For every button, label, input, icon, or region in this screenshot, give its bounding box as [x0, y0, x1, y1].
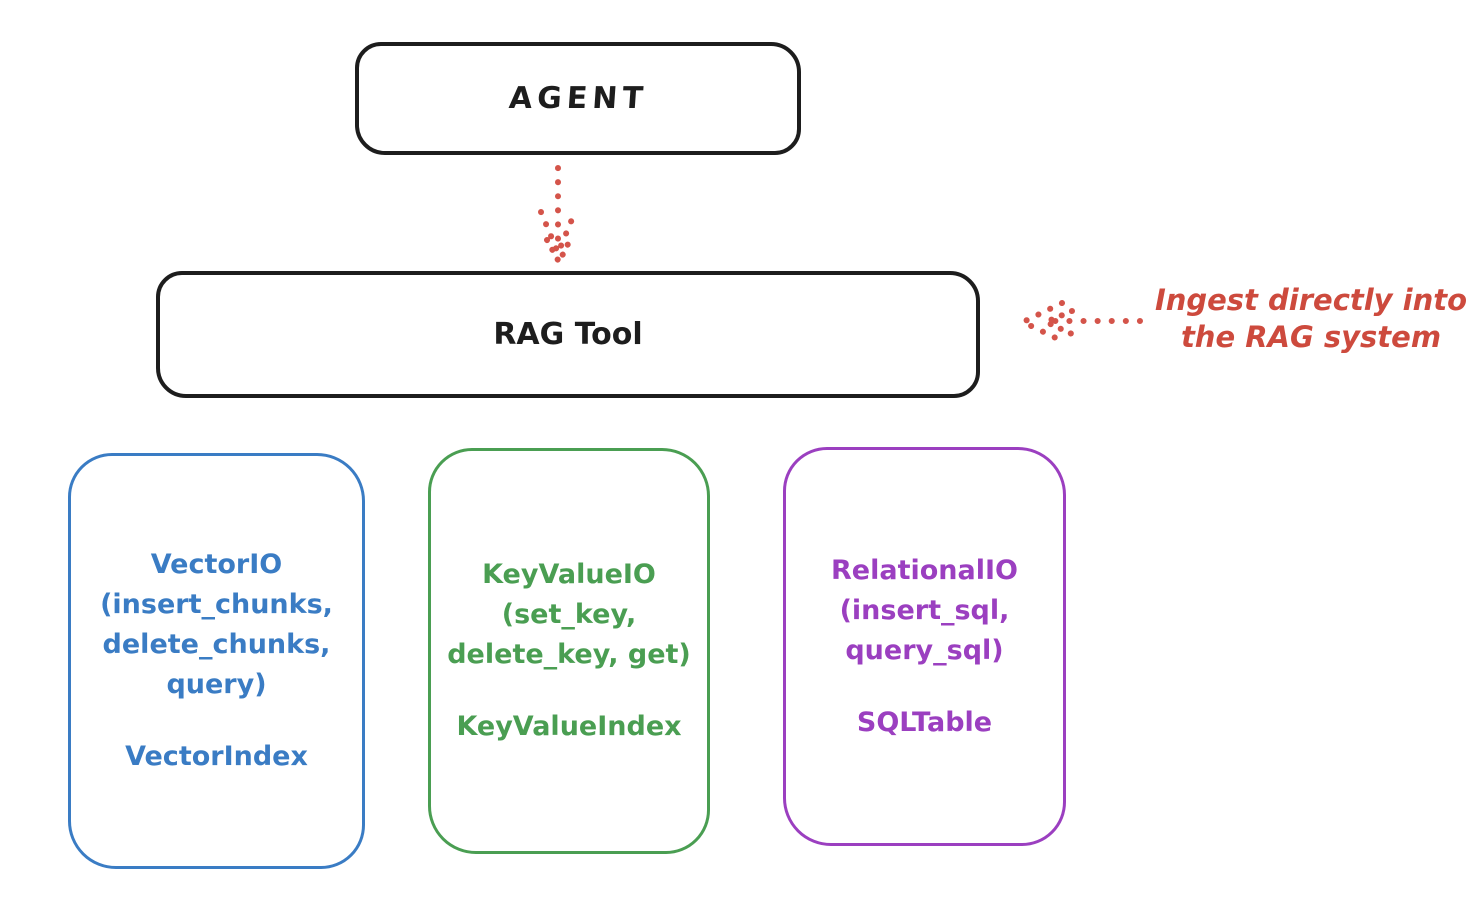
relational-io-methods: RelationalIO (insert_sql, query_sql) — [831, 554, 1018, 666]
keyvalue-io-node: KeyValueIO (set_key, delete_key, get) Ke… — [428, 448, 710, 854]
rag-tool-node: RAG Tool — [156, 271, 980, 398]
rag-tool-label: RAG Tool — [493, 317, 643, 352]
vector-io-node: VectorIO (insert_chunks, delete_chunks, … — [68, 453, 365, 869]
relational-io-node: RelationalIO (insert_sql, query_sql) SQL… — [783, 447, 1066, 846]
vector-io-methods: VectorIO (insert_chunks, delete_chunks, … — [100, 549, 333, 700]
vector-index-label: VectorIndex — [125, 741, 308, 772]
agent-node: AGENT — [355, 42, 801, 155]
agent-label: AGENT — [507, 81, 649, 116]
keyvalue-index-label: KeyValueIndex — [456, 711, 682, 742]
sql-table-label: SQLTable — [856, 706, 993, 738]
ingest-annotation-text: Ingest directly into the RAG system — [1154, 283, 1468, 354]
keyvalue-io-methods: KeyValueIO (set_key, delete_key, get) — [447, 559, 691, 670]
